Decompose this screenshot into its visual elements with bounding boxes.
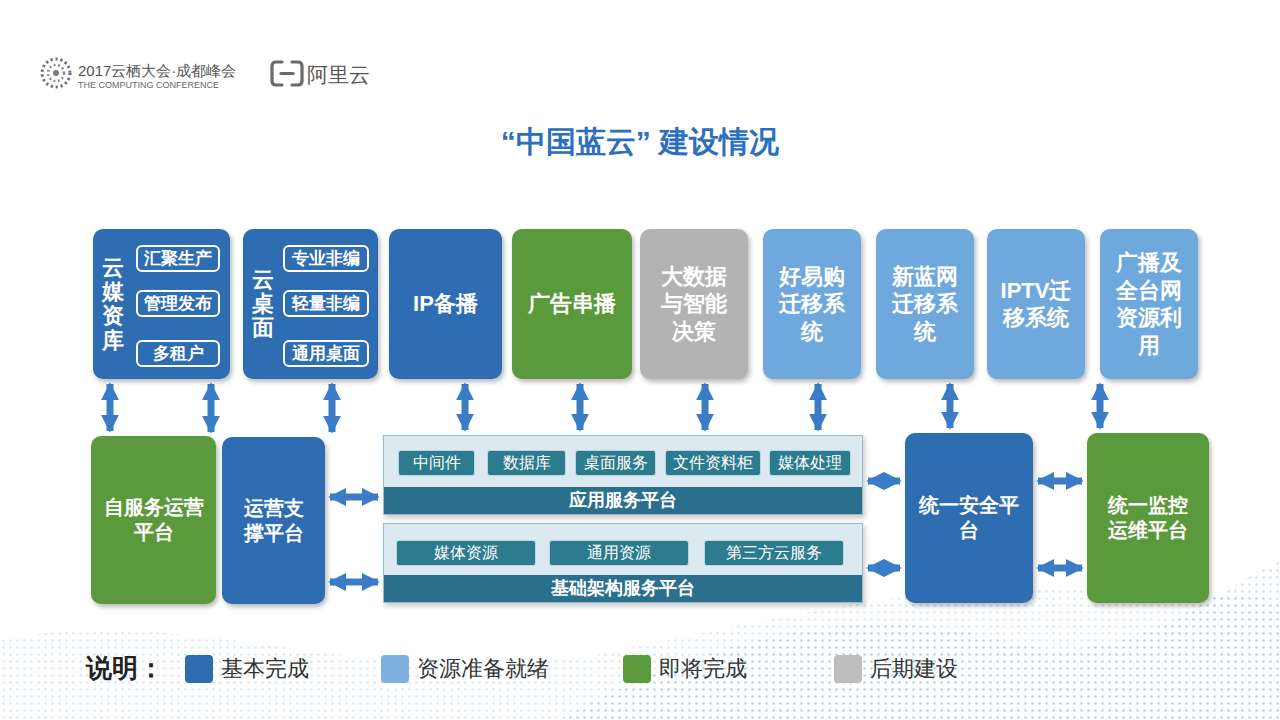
legend-item: 资源准备就绪 [381,654,549,684]
module-box: 大数据与智能决策 [640,229,748,379]
node-label: 自服务运营平台 [103,495,204,545]
module-box: 运营支撑平台 [222,437,325,604]
module-box: 广告串播 [512,229,632,379]
legend-heading: 说明： [86,651,164,686]
module-box: 云媒资库汇聚生产管理发布多租户 [93,229,230,379]
service-chip: 中间件 [398,450,475,476]
feature-chip: 专业非编 [283,245,369,272]
module-box: 好易购迁移系统 [763,229,861,379]
double-arrow [208,384,215,432]
service-chip: 通用资源 [549,540,689,566]
node-label: 中间件 [413,453,461,474]
module-box: IP备播 [389,229,502,379]
legend-item: 后期建设 [834,654,958,684]
double-arrow [330,494,378,501]
node-label: 轻量非编 [292,293,360,314]
node-label: 专业非编 [292,248,360,269]
node-label: 多租户 [153,343,204,364]
double-arrow [868,565,900,572]
module-box: 自服务运营平台 [91,436,216,604]
node-label: 管理发布 [144,293,212,314]
module-box: 统一安全平台 [905,433,1033,603]
double-arrow [815,384,822,430]
service-chip: 文件资料柜 [665,450,761,476]
node-label: 媒体处理 [778,453,842,474]
double-arrow [577,384,584,430]
legend-item: 基本完成 [185,654,309,684]
legend-swatch [834,655,862,683]
node-label: 第三方云服务 [726,543,822,564]
platform-band: 应用服务平台 中间件 数据库 桌面服务 文件资料柜 媒体处理 [383,435,863,515]
node-label: 桌面服务 [584,453,648,474]
platform-heading: 应用服务平台 [384,487,862,514]
double-arrow [702,384,709,430]
module-box: 统一监控运维平台 [1087,433,1209,603]
service-chip: 桌面服务 [575,450,656,476]
conference-subtitle: THE COMPUTING CONFERENCE [78,80,219,90]
node-label: 广告串播 [528,290,616,318]
legend-swatch [185,655,213,683]
node-label: 通用资源 [587,543,651,564]
service-chip: 数据库 [487,450,566,476]
legend-swatch [623,655,651,683]
node-label: 运营支撑平台 [234,496,313,546]
conference-name: 2017云栖大会·成都峰会 [78,62,236,81]
node-label: 文件资料柜 [673,453,753,474]
double-arrow [462,384,469,430]
double-arrow [1097,384,1104,428]
vertical-heading: 云媒资库 [102,256,124,353]
double-arrow [1038,478,1082,485]
legend-text: 即将完成 [659,654,747,684]
aliyun-logo [272,62,302,85]
service-chip: 媒体资源 [396,540,536,566]
node-label: IP备播 [413,290,478,318]
node-label: 通用桌面 [292,343,360,364]
node-label: 汇聚生产 [144,248,212,269]
node-label: 统一安全平台 [917,493,1021,543]
node-label: 大数据与智能决策 [652,263,736,346]
node-label: 新蓝网迁移系统 [888,263,962,346]
module-box: 云桌面专业非编轻量非编通用桌面 [243,229,378,379]
node-label: 统一监控运维平台 [1099,493,1197,543]
legend-text: 基本完成 [221,654,309,684]
legend-item: 即将完成 [623,654,747,684]
module-box: IPTV迁移系统 [987,229,1085,379]
module-box: 广播及全台网资源利用 [1100,229,1198,379]
module-box: 新蓝网迁移系统 [876,229,974,379]
node-label: 好易购迁移系统 [775,263,849,346]
legend-swatch [381,655,409,683]
vertical-heading: 云桌面 [252,268,274,341]
platform-heading: 基础架构服务平台 [384,575,862,602]
feature-chip: 多租户 [136,340,220,367]
node-label: 广播及全台网资源利用 [1112,249,1186,359]
feature-chip: 汇聚生产 [136,245,220,272]
double-arrow [947,384,954,428]
platform-band: 基础架构服务平台 媒体资源 通用资源 第三方云服务 [383,523,863,603]
double-arrow [107,384,114,431]
legend-text: 资源准备就绪 [417,654,549,684]
double-arrow [330,579,378,586]
double-arrow [1038,565,1082,572]
node-label: 数据库 [503,453,551,474]
double-arrow [329,384,336,432]
feature-chip: 轻量非编 [283,290,369,317]
double-arrow [868,478,900,485]
feature-chip: 通用桌面 [283,340,369,367]
node-label: 媒体资源 [434,543,498,564]
node-label: IPTV迁移系统 [999,277,1073,332]
feature-chip: 管理发布 [136,290,220,317]
diagram-title: “中国蓝云” 建设情况 [0,122,1280,163]
brand-name: 阿里云 [307,61,370,89]
conference-logo [42,59,70,87]
legend-text: 后期建设 [870,654,958,684]
service-chip: 第三方云服务 [704,540,844,566]
service-chip: 媒体处理 [769,450,851,476]
